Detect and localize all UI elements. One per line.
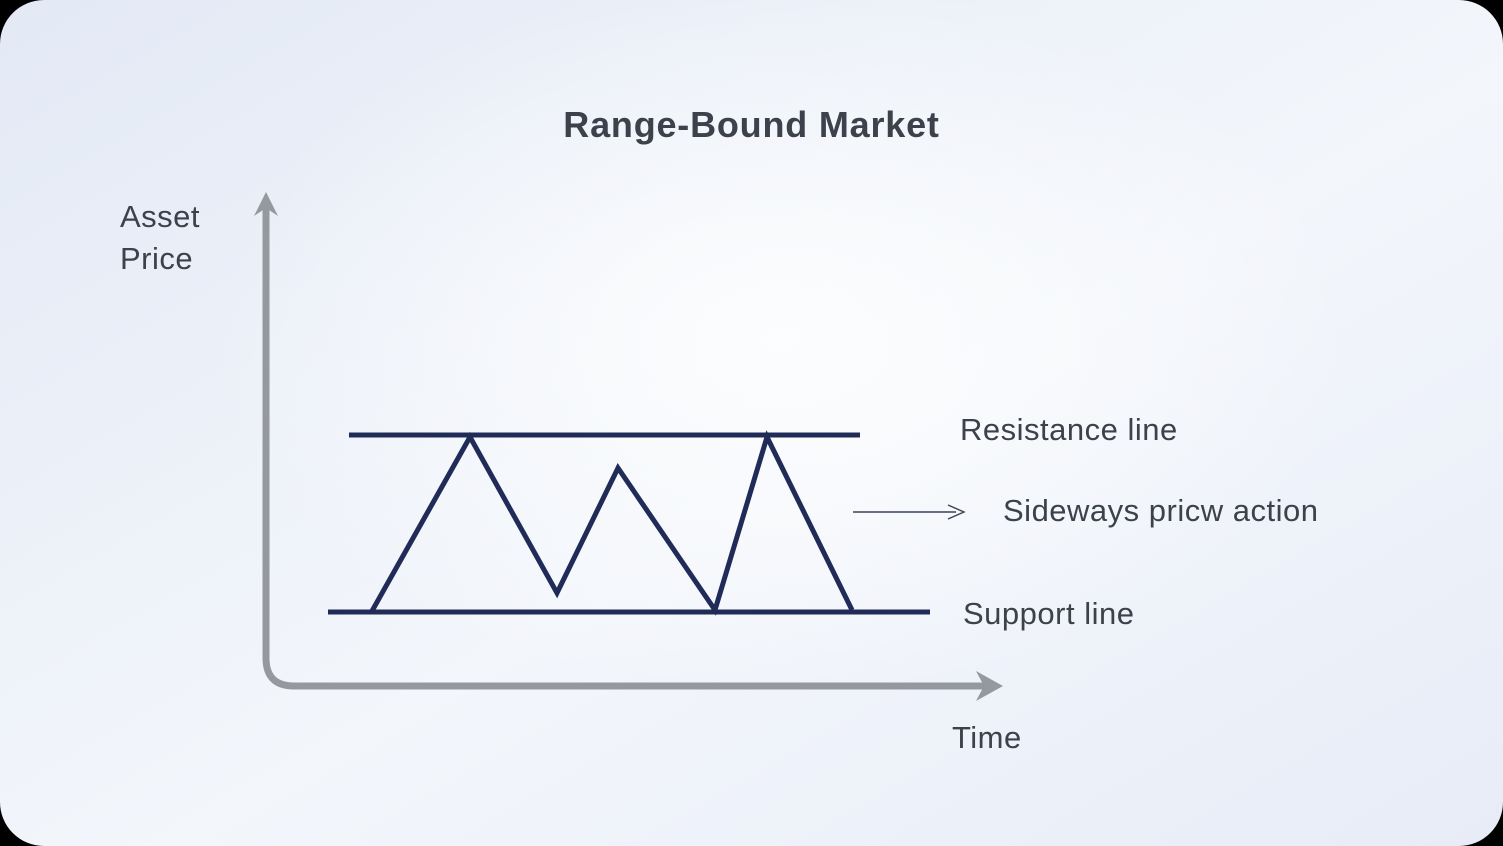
price-zigzag-line (369, 430, 855, 616)
sideways-price-action-label: Sideways pricw action (1003, 493, 1319, 528)
axes-lines (262, 204, 986, 690)
diagram-title: Range-Bound Market (563, 104, 940, 145)
x-axis-arrowhead-icon (976, 671, 1003, 701)
y-axis-label: Asset Price (120, 199, 201, 276)
y-axis-arrowhead-icon (254, 192, 278, 216)
support-line-label: Support line (963, 596, 1135, 631)
resistance-line-label: Resistance line (960, 412, 1178, 447)
annotation-arrow-head-icon (947, 504, 966, 520)
x-axis-label: Time (952, 720, 1022, 755)
